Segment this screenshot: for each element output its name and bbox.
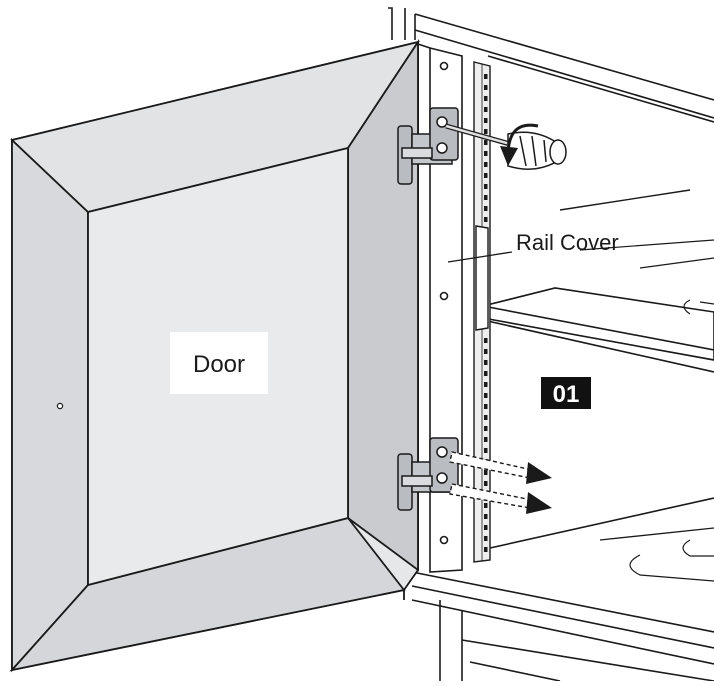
rail-hole: [484, 415, 488, 420]
middle-shelf: [482, 287, 714, 361]
rail-hole: [484, 503, 488, 508]
rail-hole: [484, 184, 488, 189]
rail-hole: [484, 525, 488, 530]
removal-arrow-icon: [449, 451, 552, 514]
hinge-icon: [397, 107, 459, 185]
rail-hole: [484, 217, 488, 222]
rail-hole: [484, 547, 488, 552]
rail-hole: [484, 85, 488, 90]
rail-hole: [484, 206, 488, 211]
rail-hole: [484, 448, 488, 453]
rail-hole: [484, 74, 488, 79]
rail-hole: [484, 470, 488, 475]
rail-hole: [484, 107, 488, 112]
cabinet-body: [388, 7, 714, 682]
rotation-arrow-icon: [500, 123, 539, 166]
rail-hole: [484, 481, 488, 486]
step-number: 01: [553, 381, 580, 408]
rail-hole: [484, 514, 488, 519]
rail-hole: [484, 437, 488, 442]
rail-hole: [484, 129, 488, 134]
rail-hole: [484, 426, 488, 431]
door-label-text: Door: [193, 351, 245, 378]
rail-hole: [484, 360, 488, 365]
rail-hole: [484, 338, 488, 343]
rail-hole: [484, 151, 488, 156]
rail-hole: [484, 536, 488, 541]
step-badge: 01: [541, 377, 591, 409]
rail-hole: [484, 404, 488, 409]
hinge-icon: [397, 437, 459, 511]
rail-cover-label: Rail Cover: [516, 230, 619, 255]
rail-hole: [484, 382, 488, 387]
rail-hole: [484, 195, 488, 200]
rail-hole: [484, 371, 488, 376]
rail-hole: [484, 96, 488, 101]
door-label: Door: [170, 332, 268, 394]
rail-hole: [484, 349, 488, 354]
screwdriver-icon: [445, 123, 567, 170]
rail-hole: [484, 393, 488, 398]
rail-hole: [484, 173, 488, 178]
rail-hole: [484, 140, 488, 145]
rail-hole: [484, 162, 488, 167]
rail-cover: [447, 225, 513, 331]
rail-hole: [484, 118, 488, 123]
